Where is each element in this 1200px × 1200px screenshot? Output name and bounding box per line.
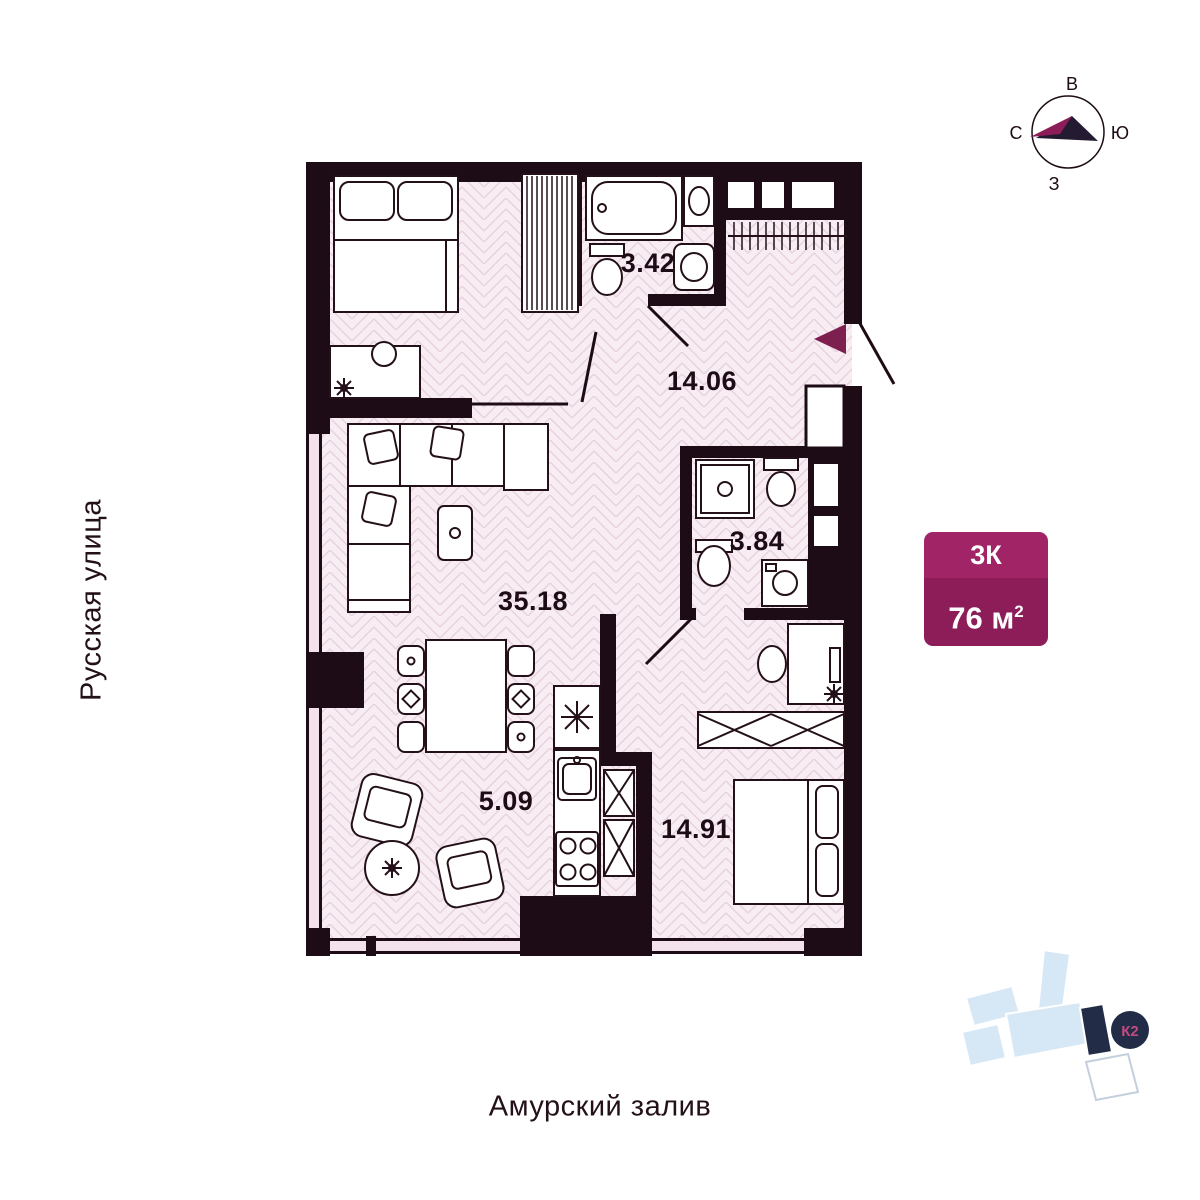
compass: В С Ю З	[1010, 74, 1130, 194]
dining-table	[425, 639, 507, 753]
street-label-bottom: Амурский залив	[488, 1090, 712, 1123]
armchair	[350, 772, 424, 848]
monitor	[829, 647, 841, 683]
badge-area-sup: 2	[1014, 602, 1024, 621]
toilet-tank	[589, 243, 625, 257]
bathroom1-door-line	[646, 304, 690, 348]
apartment-badge: 3К 76 м2	[924, 532, 1048, 646]
wardrobe	[697, 711, 845, 749]
pillow	[339, 181, 395, 221]
badge-rooms: 3К	[924, 532, 1048, 578]
chair	[507, 683, 535, 715]
compass-west: З	[1049, 174, 1060, 194]
sofa-pillow	[361, 491, 397, 527]
label-kitchen: 5.09	[479, 786, 534, 816]
bedroom2-door-line	[580, 331, 598, 403]
sofa-pillow	[363, 429, 399, 465]
toilet-tank	[763, 457, 799, 471]
compass-south: Ю	[1111, 123, 1129, 143]
label-hallway: 14.06	[667, 366, 737, 396]
compass-north: С	[1010, 123, 1023, 143]
site-building-highlighted	[1078, 1002, 1114, 1058]
bedroom-door-line	[644, 614, 696, 666]
room-labels: 3.42 14.06 3.84 35.18 5.09 14.91	[479, 248, 785, 844]
stove	[555, 831, 599, 887]
armchair	[435, 837, 505, 909]
sofa-pillow	[429, 425, 465, 461]
door-swings	[472, 304, 896, 666]
shower	[695, 459, 755, 519]
chair	[397, 645, 425, 677]
plant-icon	[334, 378, 354, 398]
toilet	[766, 471, 796, 507]
chair	[397, 721, 425, 753]
stool	[371, 341, 397, 367]
label-living-room: 35.18	[498, 586, 568, 616]
coffee-table	[437, 505, 473, 561]
badge-area: 76 м2	[924, 578, 1048, 646]
washing-machine	[761, 559, 809, 607]
building-badge-label: К2	[1121, 1023, 1139, 1040]
bedroom2-furniture	[329, 173, 579, 399]
chair	[507, 645, 535, 677]
toilet	[591, 258, 623, 296]
bathtub	[585, 175, 683, 241]
pillow	[815, 785, 839, 839]
street-label-left: Русская улица	[75, 499, 108, 701]
bathroom2-fixtures	[695, 457, 809, 607]
floor-plan: 3.42 14.06 3.84 35.18 5.09 14.91	[306, 162, 896, 956]
windows	[306, 434, 804, 956]
site-plan: К2	[960, 948, 1149, 1102]
entrance-arrow-icon	[814, 324, 846, 354]
label-bathroom-2: 3.84	[730, 526, 785, 556]
kitchen-furniture	[553, 685, 635, 897]
plant-icon	[824, 684, 844, 704]
wardrobe-2	[521, 173, 579, 313]
site-building	[960, 1022, 1008, 1068]
hall-niche	[804, 384, 846, 450]
chair	[507, 721, 535, 753]
pillow	[397, 181, 453, 221]
shaft-openings	[728, 182, 838, 546]
building-badge	[1111, 1011, 1149, 1049]
sink	[697, 545, 731, 587]
pillow	[815, 843, 839, 897]
label-bathroom-1: 3.42	[621, 248, 676, 278]
entrance-door-line	[856, 319, 896, 385]
bathroom1-fixtures	[585, 175, 715, 296]
compass-needle-accent	[1030, 116, 1072, 137]
closet-rail	[728, 222, 848, 250]
desk-chair	[757, 645, 787, 683]
window-mullion	[366, 936, 376, 956]
site-building-outline	[1084, 1052, 1140, 1102]
badge-area-value: 76 м	[948, 600, 1015, 636]
bedroom-furniture	[697, 623, 845, 905]
snowflake-icon	[561, 701, 593, 733]
chair	[397, 683, 425, 715]
label-bedroom: 14.91	[661, 814, 731, 844]
plant-icon	[382, 858, 402, 878]
corner-sink	[673, 243, 715, 291]
living-furniture	[347, 423, 549, 909]
compass-east: В	[1066, 74, 1078, 94]
